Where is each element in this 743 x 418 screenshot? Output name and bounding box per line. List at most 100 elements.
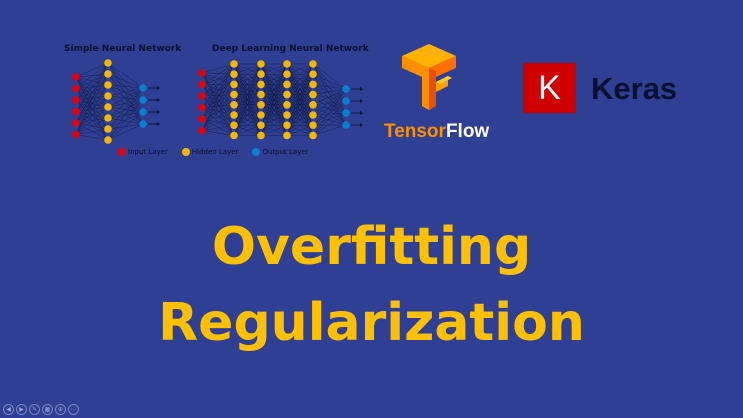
connection-line	[75, 76, 109, 119]
connection-line	[201, 84, 235, 126]
network-node	[230, 131, 238, 140]
connection-line	[260, 63, 288, 85]
connection-line	[312, 84, 347, 114]
connection-line	[286, 63, 314, 95]
connection-line	[201, 84, 235, 136]
network-node	[283, 131, 291, 140]
connection-line	[107, 87, 144, 141]
output-arrowhead	[360, 111, 363, 115]
title-overfitting: Overfitting	[211, 217, 532, 277]
network-node	[104, 92, 112, 100]
connection-line	[286, 125, 314, 136]
connection-line	[75, 88, 109, 108]
connection-line	[107, 62, 144, 89]
connection-line	[312, 84, 347, 126]
connection-line	[107, 106, 144, 125]
connection-line	[201, 84, 235, 131]
connection-line	[201, 95, 235, 136]
network-node	[139, 108, 147, 116]
connection-line	[201, 95, 235, 126]
connection-line	[233, 63, 262, 105]
connection-line	[107, 123, 144, 130]
network-node	[230, 70, 238, 78]
connection-line	[286, 104, 314, 136]
connection-line	[201, 63, 235, 74]
connection-line	[201, 104, 235, 131]
network-node	[104, 136, 112, 144]
connection-line	[312, 104, 347, 114]
slides-icon[interactable]: ▦	[42, 404, 53, 415]
network-node	[72, 119, 80, 127]
legend-hidden: Hidden Layer	[181, 148, 238, 156]
output-arrowhead	[157, 98, 160, 102]
connection-line	[201, 95, 235, 105]
connection-line	[107, 123, 144, 141]
connection-line	[260, 114, 288, 136]
connection-line	[201, 114, 235, 131]
hidden-node-icon	[181, 148, 190, 156]
connection-line	[286, 63, 314, 116]
network-node	[309, 90, 317, 99]
connection-line	[75, 62, 109, 135]
connection-line	[75, 88, 109, 97]
network-node	[342, 121, 350, 129]
pen-icon[interactable]: ✎	[29, 404, 40, 415]
network-node	[257, 70, 265, 78]
connection-line	[75, 134, 109, 141]
simple-network-diagram	[72, 59, 160, 144]
connection-line	[260, 63, 288, 116]
connection-line	[201, 63, 235, 97]
connection-line	[312, 63, 347, 90]
network-node	[104, 59, 112, 67]
connection-line	[312, 88, 347, 126]
next-icon[interactable]: ▶	[16, 404, 27, 415]
network-node	[309, 131, 317, 140]
network-node	[257, 60, 265, 68]
connection-line	[107, 117, 144, 125]
more-icon[interactable]: ⋯	[68, 404, 79, 415]
network-node	[309, 111, 317, 119]
connection-line	[260, 104, 288, 136]
network-node	[283, 60, 291, 68]
connection-line	[312, 100, 347, 116]
connection-line	[107, 111, 144, 119]
connection-line	[312, 88, 347, 95]
previous-icon[interactable]: ◀	[3, 404, 14, 415]
connection-line	[75, 117, 109, 135]
connection-line	[75, 62, 109, 89]
connection-line	[201, 63, 235, 85]
connection-line	[75, 122, 109, 141]
network-node	[342, 97, 350, 105]
network-node	[198, 69, 206, 77]
connection-line	[75, 84, 109, 135]
connection-line	[107, 84, 144, 101]
connection-line	[201, 84, 235, 120]
connection-line	[201, 107, 235, 136]
connection-line	[75, 88, 109, 119]
network-node	[198, 80, 206, 89]
connection-line	[312, 114, 347, 126]
connection-line	[201, 125, 235, 131]
connection-line	[312, 94, 347, 102]
connection-line	[201, 74, 235, 131]
connection-line	[201, 74, 235, 97]
connection-line	[260, 63, 288, 136]
zoom-icon[interactable]: ⊕	[55, 404, 66, 415]
connection-line	[286, 63, 314, 85]
output-arrowhead	[360, 99, 363, 103]
connection-line	[312, 100, 347, 105]
output-arrowhead	[157, 86, 160, 90]
connection-line	[201, 114, 235, 120]
connection-line	[107, 106, 144, 113]
keras-logo-letter: K	[538, 69, 561, 107]
connection-line	[312, 88, 347, 105]
slideshow-controls: ◀ ▶ ✎ ▦ ⊕ ⋯	[3, 404, 79, 415]
network-node	[230, 80, 238, 89]
network-node	[72, 107, 80, 116]
network-node	[230, 121, 238, 129]
connection-line	[260, 63, 288, 105]
tensorflow-logo-icon	[402, 44, 456, 110]
network-node	[198, 92, 206, 100]
output-arrowhead	[360, 87, 363, 91]
